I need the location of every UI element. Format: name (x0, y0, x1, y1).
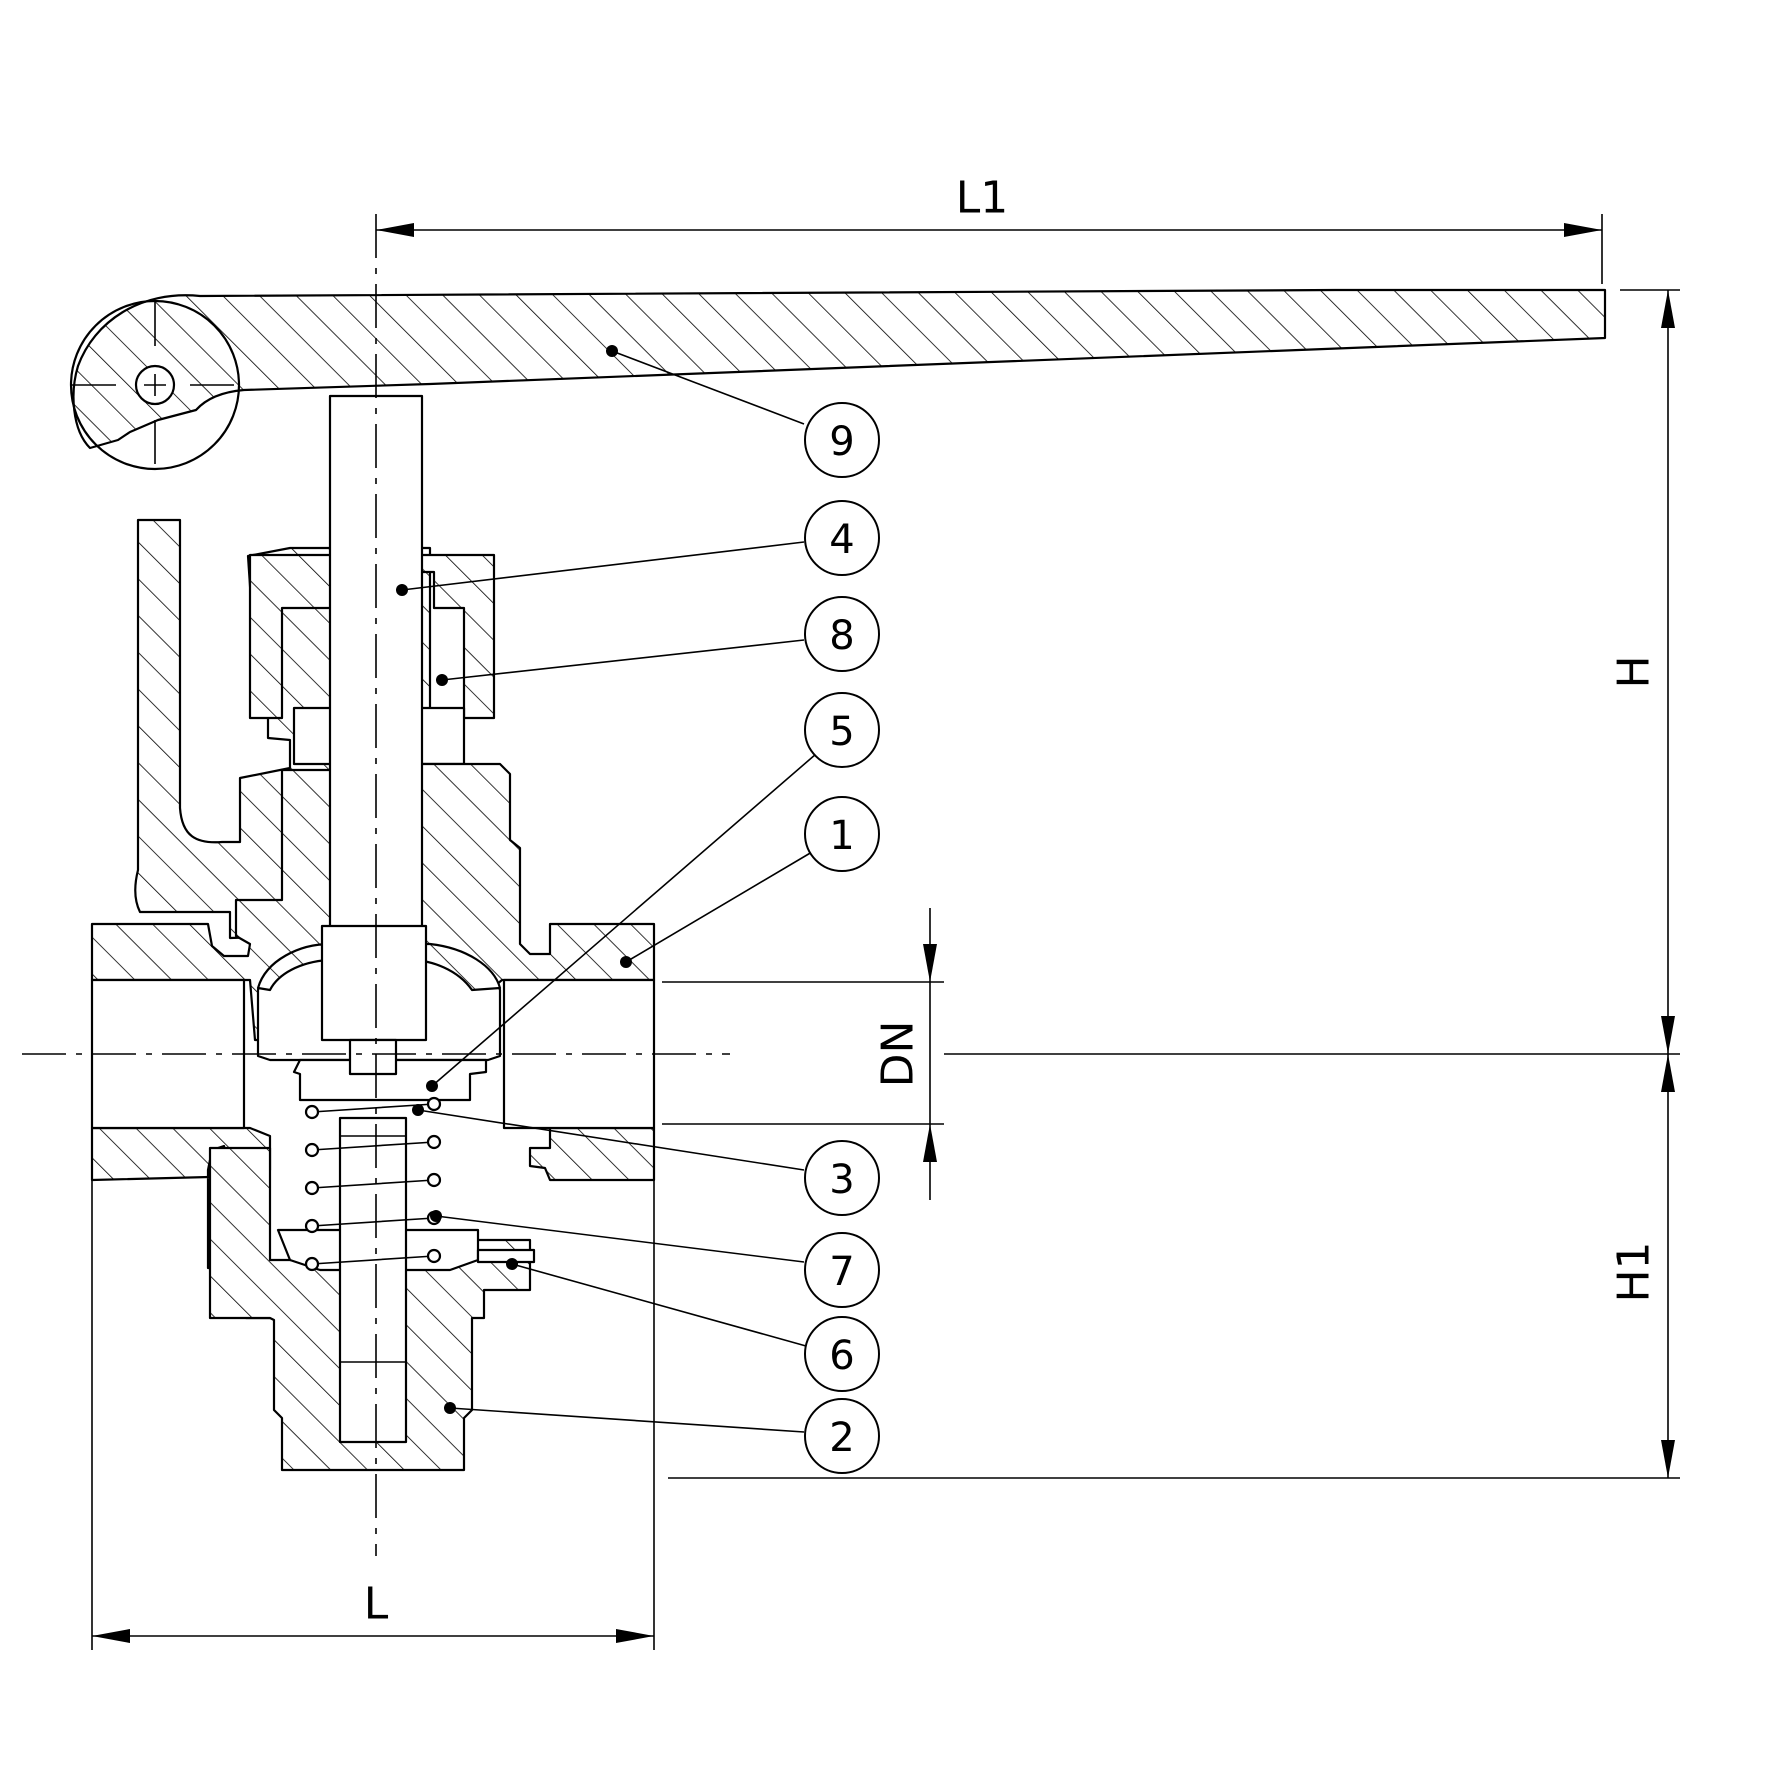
dimension-h1: H1 (668, 1054, 1680, 1479)
balloon-7: 7 (430, 1210, 880, 1308)
svg-text:4: 4 (829, 517, 854, 563)
balloon-6: 6 (506, 1258, 880, 1392)
balloon-9: 9 (606, 345, 880, 478)
balloon-5: 5 (426, 692, 880, 1092)
dimension-h: H (1609, 289, 1680, 1054)
spring-spindle (338, 1116, 408, 1444)
valve-disc (292, 1058, 488, 1102)
svg-text:1: 1 (829, 813, 854, 859)
disc-neck (348, 1038, 398, 1076)
dimension-h1-label: H1 (1609, 1241, 1660, 1302)
dimension-l1: L1 (376, 173, 1603, 284)
balloon-3: 3 (412, 1104, 880, 1216)
svg-text:5: 5 (829, 709, 854, 755)
dimension-h-label: H (1609, 655, 1660, 688)
gland-nut (248, 553, 496, 720)
svg-text:3: 3 (829, 1157, 854, 1203)
svg-text:6: 6 (829, 1333, 854, 1379)
stem-lower (320, 924, 428, 1042)
lever-handle (72, 288, 1607, 450)
valve-body-right-lower (528, 1126, 656, 1182)
balloon-2: 2 (444, 1398, 880, 1474)
dimension-dn-label: DN (873, 1021, 924, 1088)
balloon-4: 4 (396, 500, 880, 596)
svg-text:8: 8 (829, 613, 854, 659)
svg-text:7: 7 (829, 1249, 854, 1295)
svg-text:2: 2 (829, 1415, 854, 1461)
balloon-1: 1 (620, 796, 880, 968)
compression-spring (304, 1096, 442, 1272)
dimension-l: L (91, 1180, 655, 1650)
dimension-l-label: L (364, 1579, 389, 1630)
washer (476, 1248, 536, 1264)
lever-pivot-boss (69, 299, 241, 471)
svg-text:9: 9 (829, 419, 854, 465)
ball-seat (256, 942, 502, 992)
dimension-dn: DN (662, 908, 944, 1200)
dimension-l1-label: L1 (956, 173, 1009, 224)
balloon-8: 8 (436, 596, 880, 686)
